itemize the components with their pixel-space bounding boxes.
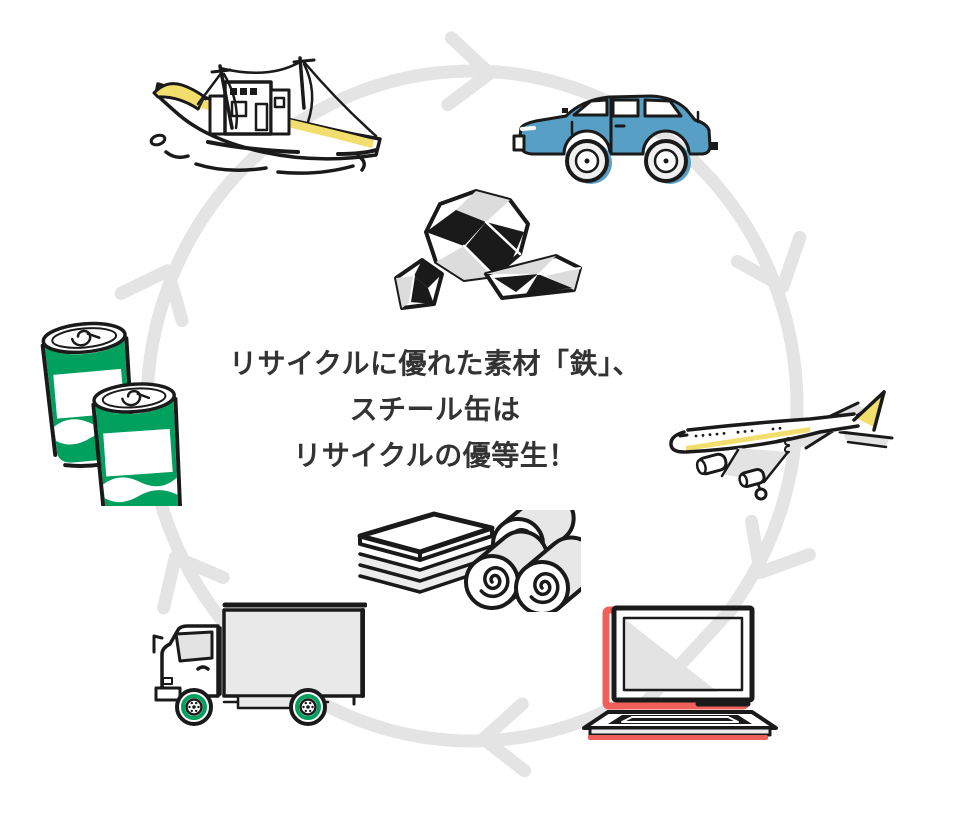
scrap-steel-icon <box>394 189 582 310</box>
cycle-arrow-bottom <box>477 697 532 778</box>
cycle-arrow-lower-left <box>157 550 230 615</box>
center-message: リサイクルに優れた素材「鉄」、 スチール缶は リサイクルの優等生！ <box>130 341 740 479</box>
airplane-icon <box>669 390 894 501</box>
steel-plates-coils-icon <box>357 510 581 612</box>
message-line-2: スチール缶は <box>349 393 521 426</box>
cycle-arrow-lower-right <box>744 514 816 579</box>
cycle-arrowheads <box>114 31 816 778</box>
cycle-arrow-upper-right <box>730 231 807 294</box>
message-line-3: リサイクルの優等生！ <box>293 439 577 472</box>
message-line-1: リサイクルに優れた素材「鉄」、 <box>228 347 642 380</box>
car-icon <box>512 94 718 184</box>
fishing-boat-icon <box>149 56 382 175</box>
truck-icon <box>152 602 367 726</box>
cycle-arrow-top <box>441 31 496 112</box>
cycle-arrow-upper-left <box>114 264 189 328</box>
laptop-icon <box>582 605 778 740</box>
steel-cans-icon <box>40 321 183 506</box>
